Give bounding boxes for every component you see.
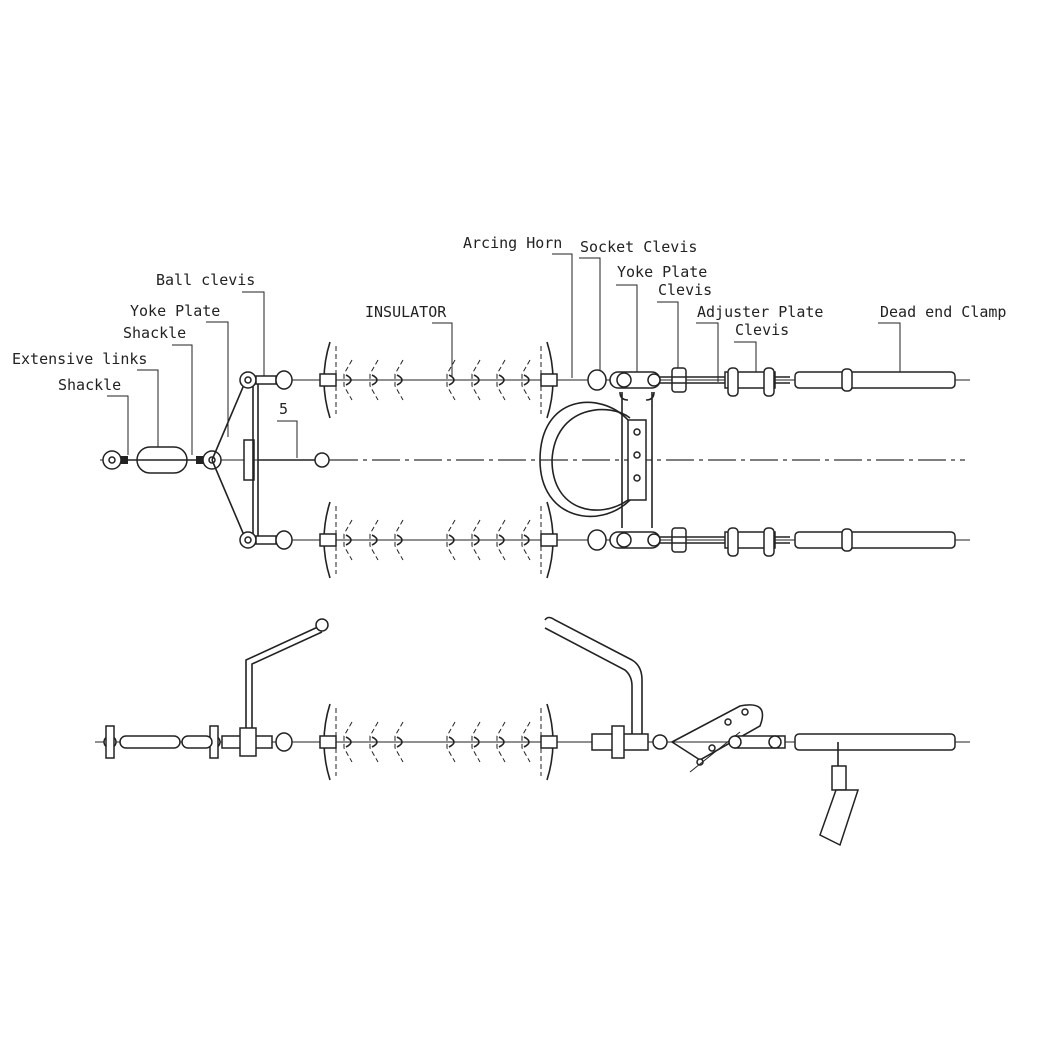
insulator-disc [394, 519, 404, 561]
label-dead-end-clamp: Dead end Clamp [880, 303, 1006, 321]
insulator-strings [319, 341, 558, 781]
label-clevis-right-2: Clevis [735, 321, 789, 339]
right-hardware-plan [539, 367, 956, 557]
arcing-horn-right [544, 616, 643, 742]
label-extensive-links: Extensive links [12, 350, 147, 368]
left-hardware [102, 370, 330, 550]
yoke-plate-left [243, 439, 255, 481]
insulator-disc [446, 359, 456, 401]
insulator-disc [369, 519, 379, 561]
insulator-disc [496, 721, 506, 763]
insulator-disc [446, 721, 456, 763]
leader-lines [107, 253, 901, 458]
label-arcing-horn: Arcing Horn [463, 234, 562, 252]
insulator-disc [471, 721, 481, 763]
insulator-disc [446, 519, 456, 561]
label-yoke-plate-right: Yoke Plate [617, 263, 707, 281]
center-lines [95, 379, 970, 743]
insulator-disc [369, 721, 379, 763]
insulator-disc [521, 721, 531, 763]
insulator-disc [343, 359, 353, 401]
arcing-horn [539, 401, 631, 518]
label-yoke-plate-left: Yoke Plate [130, 302, 220, 320]
insulator-disc [496, 519, 506, 561]
label-socket-clevis: Socket Clevis [580, 238, 697, 256]
insulator-disc [369, 359, 379, 401]
insulator-disc [521, 519, 531, 561]
insulator-disc [343, 519, 353, 561]
insulator-disc [343, 721, 353, 763]
dead-end-clamp-top [794, 371, 956, 389]
label-item-5: 5 [279, 400, 288, 418]
labels: Arcing Horn Socket Clevis Yoke Plate Cle… [12, 234, 1006, 418]
label-insulator: INSULATOR [365, 303, 447, 321]
label-shackle-upper: Shackle [123, 324, 186, 342]
arcing-horn-left [245, 625, 321, 742]
insulator-disc [521, 359, 531, 401]
label-clevis-right-1: Clevis [658, 281, 712, 299]
adjuster-plate [670, 704, 764, 761]
dead-end-clamp-bottom [794, 531, 956, 549]
insulator-disc [471, 359, 481, 401]
insulator-disc [394, 359, 404, 401]
label-ball-clevis: Ball clevis [156, 271, 255, 289]
label-adjuster-plate: Adjuster Plate [697, 303, 823, 321]
label-shackle-lower: Shackle [58, 376, 121, 394]
insulator-disc [496, 359, 506, 401]
elevation-view [103, 616, 956, 847]
insulator-disc [471, 519, 481, 561]
insulator-disc [394, 721, 404, 763]
suspension-clamp [819, 789, 860, 847]
